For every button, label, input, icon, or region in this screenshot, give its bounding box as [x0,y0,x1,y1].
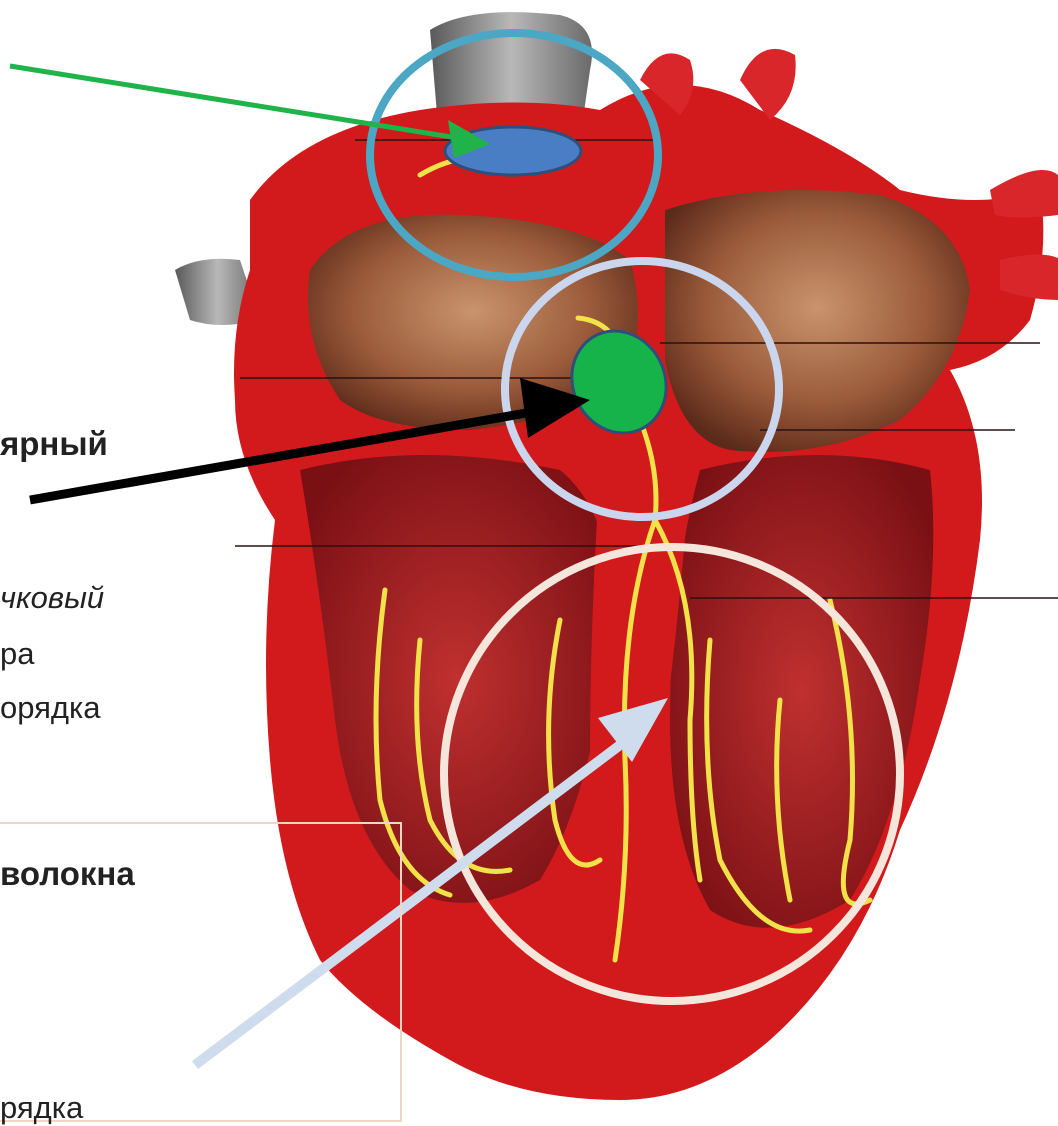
label-av-node-sub-1: чковый [0,580,104,616]
label-av-node-sub-2: ра [0,636,34,672]
aortic-branch-3 [990,170,1058,218]
label-av-node: ярный [0,425,108,463]
label-purkinje-fibers: волокна [0,855,135,893]
label-av-node-sub-3: орядка [0,690,101,726]
label-purkinje-fibers-sub: рядка [0,1090,83,1126]
